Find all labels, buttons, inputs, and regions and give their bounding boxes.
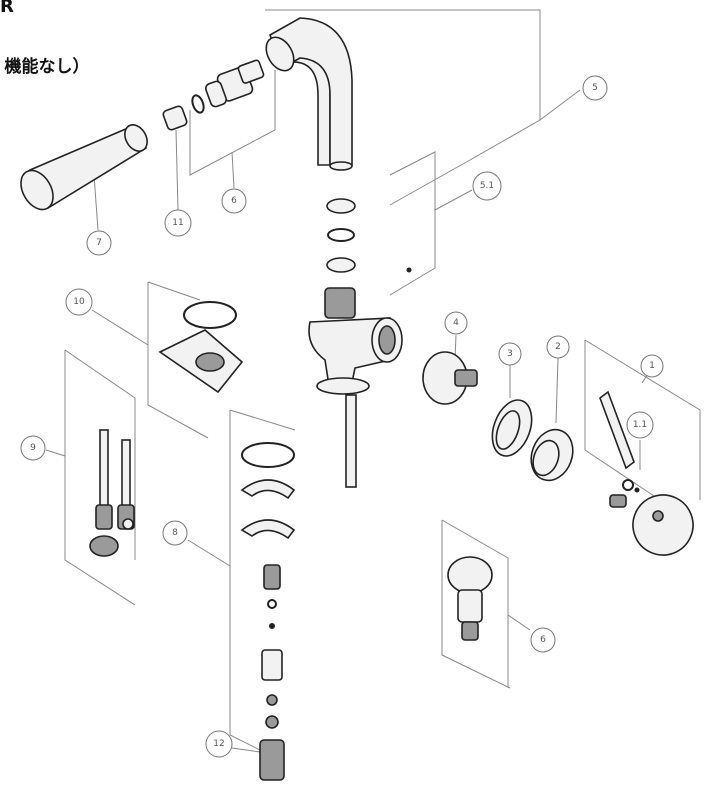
callout-6-top: 6 — [221, 188, 247, 214]
callout-label: 11 — [172, 218, 183, 228]
mounting-stack — [240, 442, 296, 729]
washer-stack — [326, 198, 412, 273]
callout-11: 11 — [164, 209, 192, 237]
sleeve-part — [530, 428, 574, 482]
callout-label: 8 — [172, 528, 178, 538]
callout-5-1: 5.1 — [472, 171, 502, 201]
callout-4: 4 — [444, 311, 468, 335]
cartridge-part — [422, 351, 478, 405]
nut-part — [162, 105, 188, 131]
leader-lines — [45, 9, 701, 761]
callout-label: 9 — [30, 443, 36, 453]
callout-12: 12 — [205, 730, 233, 758]
callout-label: 2 — [555, 342, 561, 352]
callout-label: 6 — [231, 196, 237, 206]
gasket-part — [158, 301, 244, 394]
faucet-body — [308, 287, 403, 488]
aerator-part — [191, 59, 265, 114]
callout-label: 4 — [453, 318, 459, 328]
callout-label: 1 — [649, 361, 655, 371]
callout-7: 7 — [86, 230, 112, 256]
callout-label: 5 — [592, 83, 598, 93]
page-subtitle: ﾟ機能なし） — [0, 57, 90, 77]
valve-part — [447, 556, 493, 641]
callout-5: 5 — [582, 75, 608, 101]
callout-label: 1.1 — [633, 420, 647, 430]
callout-9: 9 — [20, 435, 46, 461]
handle-part — [599, 390, 694, 556]
callout-10: 10 — [65, 288, 93, 316]
callout-label: 6 — [540, 635, 546, 645]
callout-label: 5.1 — [480, 181, 494, 191]
callout-1: 1 — [640, 354, 664, 378]
callout-label: 12 — [213, 739, 224, 749]
callout-3: 3 — [498, 342, 522, 366]
callout-label: 3 — [507, 349, 513, 359]
callout-2: 2 — [546, 335, 570, 359]
cylinder-part — [20, 124, 148, 211]
callout-8: 8 — [162, 520, 188, 546]
callout-1-1: 1.1 — [626, 411, 654, 439]
callout-label: 10 — [73, 297, 85, 307]
spout-part — [265, 17, 353, 171]
callout-label: 7 — [96, 238, 102, 248]
threaded-ring-part — [491, 399, 533, 457]
fitting-part — [259, 739, 285, 781]
page-title: R — [0, 0, 14, 17]
callout-6-bottom: 6 — [530, 627, 556, 653]
hose-connectors — [89, 429, 135, 557]
